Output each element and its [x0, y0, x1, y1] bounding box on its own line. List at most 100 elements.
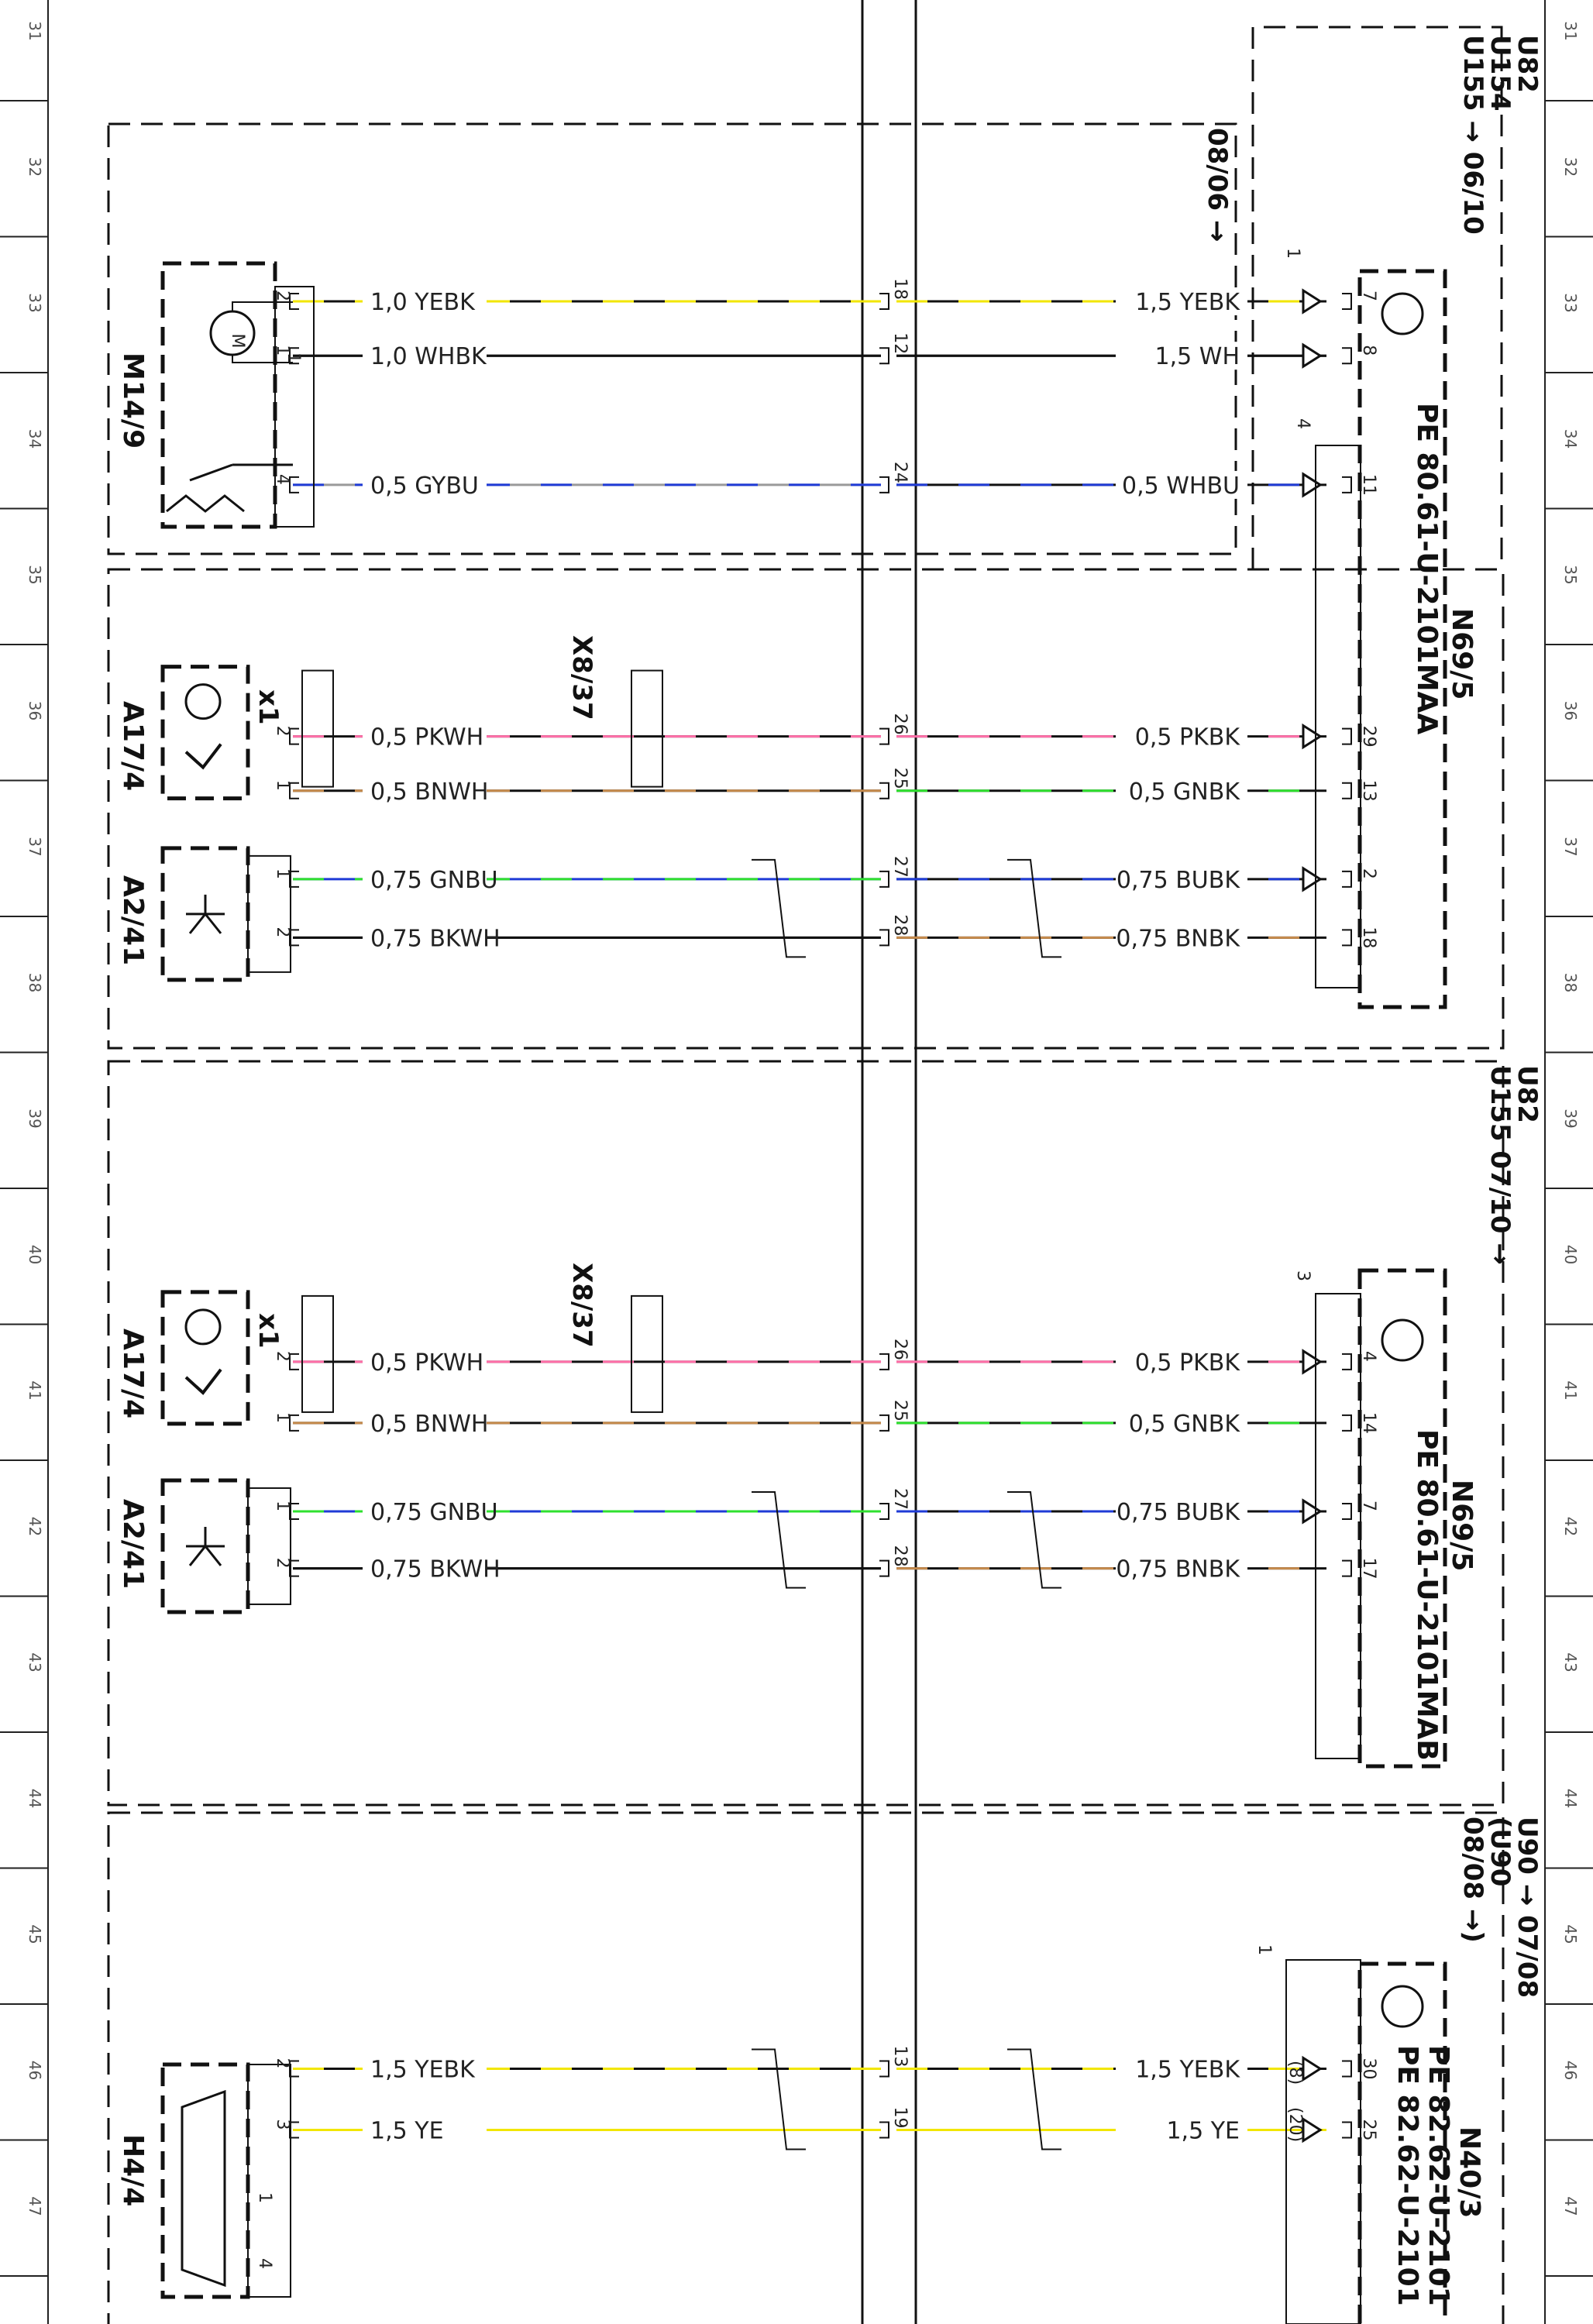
frame-block-1: [107, 122, 1237, 555]
pin-number: 3: [1293, 1270, 1313, 1281]
right-connector-3: [1342, 727, 1352, 745]
label-x8-37: X8/37: [566, 635, 597, 720]
left-grid-number: 47: [26, 2196, 44, 2216]
key-transponder-icon: [184, 1308, 222, 1346]
label-h4-4: H4/4: [117, 2134, 149, 2206]
wire-label-bg: [1116, 923, 1247, 952]
mid-pin-number: 18: [890, 278, 910, 300]
wire-right-label: 0,5 PKBK: [1135, 724, 1241, 751]
mid-pin-number: 12: [890, 332, 910, 354]
mid-pin-number: 19: [890, 2106, 910, 2128]
wire-right-label: 1,5 YE: [1166, 2117, 1240, 2144]
right-grid-number: 32: [1561, 157, 1580, 177]
pin-number: (8): [1285, 2061, 1305, 2085]
right-pin-number: 17: [1359, 1558, 1378, 1580]
wire-right-label: 0,75 BNBK: [1116, 925, 1240, 952]
right-grid-number: 36: [1561, 701, 1580, 720]
wire-label-bg: [1116, 470, 1247, 499]
label-x8-37: X8/37: [566, 1263, 597, 1348]
wire-label-bg: [363, 2054, 487, 2083]
wire-left-label: 1,5 YE: [370, 2117, 444, 2144]
left-connector-8: [289, 1414, 299, 1432]
wire-label-bg: [363, 1497, 487, 1525]
mid-connector-8: [879, 1414, 889, 1432]
horn-icon: [181, 2089, 226, 2288]
wire-left-label: 1,0 YEBK: [370, 289, 476, 316]
right-connector-1: [1342, 347, 1352, 365]
wire-label-bg: [1116, 865, 1247, 893]
right-grid-number: 35: [1561, 565, 1580, 584]
mid-connector-11: [879, 2060, 889, 2078]
x8-37-plug-0: [631, 669, 663, 788]
mid-connector-1: [879, 347, 889, 365]
wire-label-bg: [1116, 1347, 1247, 1376]
right-pin-number: 8: [1359, 345, 1378, 356]
right-grid-number: 42: [1561, 1517, 1580, 1536]
wire-left-label: 0,5 PKWH: [370, 724, 483, 751]
right-grid-number: 43: [1561, 1652, 1580, 1672]
wire-right-label: 1,5 WH: [1155, 343, 1240, 370]
wire-left-label: 0,75 BKWH: [370, 1556, 501, 1583]
mid-pin-number: 28: [890, 914, 910, 936]
left-connector-2: [289, 476, 299, 493]
label-a17-4: A17/4: [117, 701, 149, 791]
wire-label-bg: [1116, 2116, 1247, 2144]
motor-letter: M: [228, 334, 247, 349]
label-n69-5: N69/5: [1446, 608, 1478, 700]
wire-label-bg: [1116, 722, 1247, 751]
switch-contact-icon: [184, 1368, 222, 1395]
right-pin-number: 13: [1359, 780, 1378, 802]
wire-break-marker: [752, 2048, 806, 2150]
wire-label-bg: [1116, 1408, 1247, 1437]
pin-number: 1: [284, 352, 303, 363]
wire-break-marker: [1007, 1490, 1061, 1589]
wire-label-bg: [1116, 342, 1247, 370]
left-grid-number: 35: [26, 565, 44, 584]
wire-left-label: 0,5 PKWH: [370, 1349, 483, 1377]
right-pin-number: 30: [1359, 2058, 1378, 2080]
pin-number: 4: [255, 2258, 274, 2269]
mid-connector-0: [879, 293, 889, 310]
right-grid-number: 38: [1561, 973, 1580, 992]
pin-number: (20): [1285, 2107, 1305, 2142]
key-transponder-icon: [184, 683, 222, 720]
label-a2-41: A2/41: [117, 875, 149, 965]
pin-number: 1: [1254, 1944, 1274, 1955]
mid-connector-5: [879, 870, 889, 888]
pin-number: 1: [1283, 248, 1302, 259]
label-a17-4: A17/4: [117, 1329, 149, 1418]
label-n40-3: N40/3: [1454, 2126, 1485, 2218]
wire-label-bg: [1116, 287, 1247, 315]
arrow-head-12: [1302, 2116, 1323, 2144]
right-grid-number: 33: [1561, 293, 1580, 312]
left-grid-number: 31: [26, 21, 44, 40]
mid-pin-number: 26: [890, 713, 910, 735]
label-n40-3-code: PE 82.62-U-2101: [1392, 2045, 1423, 2306]
mid-connector-4: [879, 782, 889, 799]
right-grid-number: 39: [1561, 1109, 1580, 1128]
mid-connector-12: [879, 2121, 889, 2139]
wire-label-bg: [363, 776, 487, 805]
frame-ref-u155: U155 → 06/10: [1457, 35, 1488, 235]
right-pin-number: 4: [1359, 1351, 1378, 1362]
h4-4-plug: [247, 2064, 291, 2298]
m14-9-plug: [274, 286, 315, 528]
wire-label-bg: [1116, 776, 1247, 805]
switch-icon: [166, 463, 293, 513]
left-grid-number: 42: [26, 1517, 44, 1536]
right-connector-4: [1342, 782, 1352, 799]
right-connector-5: [1342, 870, 1352, 888]
switch-contact-icon: [184, 743, 222, 770]
frame-top-right: [1251, 26, 1503, 569]
mid-pin-number: 26: [890, 1339, 910, 1360]
wire-left-label: 0,75 GNBU: [370, 867, 498, 894]
arrow-head-7: [1302, 1349, 1323, 1375]
wire-right-label: 0,75 BNBK: [1116, 1556, 1240, 1583]
right-pin-number: 18: [1359, 927, 1378, 948]
left-pin-number: 2: [273, 726, 292, 737]
frame-ref-u154: U154: [1485, 35, 1516, 112]
arrow-head-2: [1302, 472, 1323, 498]
left-pin-number: 2: [273, 927, 292, 937]
frame-ref-u90: U90 → 07/08: [1512, 1817, 1543, 1998]
